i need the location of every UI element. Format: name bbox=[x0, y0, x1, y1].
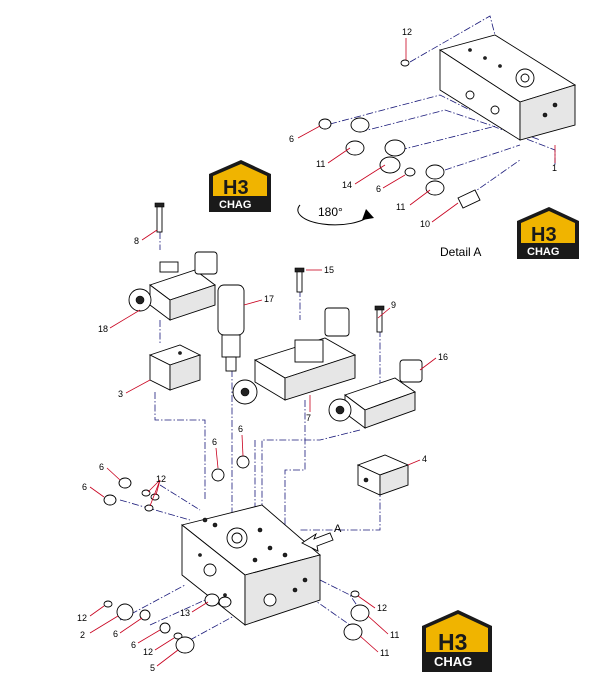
solenoid-valve-7 bbox=[232, 307, 357, 405]
callout-12: 12 bbox=[402, 27, 412, 37]
callout-6: 6 bbox=[131, 640, 136, 650]
callout-15: 15 bbox=[324, 265, 334, 275]
callout-8: 8 bbox=[134, 236, 139, 246]
detail-a-label: Detail A bbox=[440, 245, 481, 259]
callout-12: 12 bbox=[143, 647, 153, 657]
callout-5: 5 bbox=[150, 663, 155, 673]
callout-2: 2 bbox=[80, 630, 85, 640]
callout-6: 6 bbox=[238, 424, 243, 434]
callout-6: 6 bbox=[99, 462, 104, 472]
callout-3: 3 bbox=[118, 389, 123, 399]
logo-caption: CHAG bbox=[219, 199, 251, 211]
callout-1: 1 bbox=[552, 163, 557, 173]
callout-18: 18 bbox=[98, 324, 108, 334]
callout-10: 10 bbox=[420, 219, 430, 229]
logo-mark: H3 bbox=[531, 224, 557, 246]
view-marker-label: A bbox=[334, 523, 342, 535]
bolts bbox=[154, 202, 385, 333]
callout-6: 6 bbox=[82, 482, 87, 492]
view-arrow-a: A bbox=[301, 523, 342, 552]
logo-mark: H3 bbox=[223, 177, 249, 199]
callout-11: 11 bbox=[380, 648, 389, 658]
logo-right: H3 CHAG bbox=[517, 207, 579, 259]
callout-17: 17 bbox=[264, 294, 274, 304]
block-4 bbox=[356, 454, 410, 496]
callout-16: 16 bbox=[438, 352, 448, 362]
callout-6: 6 bbox=[212, 437, 217, 447]
callout-11: 11 bbox=[316, 159, 325, 169]
solenoid-valve-18 bbox=[128, 251, 218, 321]
logo-left: H3 CHAG bbox=[209, 160, 271, 212]
pressure-valve-17 bbox=[217, 284, 245, 372]
rotation-indicator: 180° bbox=[297, 204, 374, 226]
callout-6: 6 bbox=[289, 134, 294, 144]
callout-labels: 12 6 11 14 6 11 10 1 8 15 17 9 18 16 3 7… bbox=[77, 27, 557, 673]
detail-a-block bbox=[438, 34, 577, 141]
logo-bottom: H3 CHAG bbox=[422, 610, 492, 672]
callout-13: 13 bbox=[180, 608, 190, 618]
callout-6: 6 bbox=[113, 629, 118, 639]
callout-12: 12 bbox=[377, 603, 387, 613]
callout-12: 12 bbox=[77, 613, 87, 623]
fittings bbox=[103, 59, 481, 654]
logo-caption: CHAG bbox=[527, 246, 559, 258]
logo-mark: H3 bbox=[438, 629, 467, 655]
callout-11: 11 bbox=[396, 202, 405, 212]
leader-lines bbox=[89, 38, 556, 667]
callout-7: 7 bbox=[306, 413, 311, 423]
rotation-label: 180° bbox=[318, 205, 343, 219]
valve-3 bbox=[148, 344, 202, 391]
callout-11: 11 bbox=[390, 630, 399, 640]
callout-4: 4 bbox=[422, 454, 427, 464]
callout-12: 12 bbox=[156, 474, 166, 484]
logo-caption: CHAG bbox=[434, 654, 472, 669]
main-manifold-block bbox=[181, 504, 321, 626]
callout-6: 6 bbox=[376, 184, 381, 194]
callout-14: 14 bbox=[342, 180, 352, 190]
callout-9: 9 bbox=[391, 300, 396, 310]
solenoid-valve-16 bbox=[328, 359, 423, 429]
